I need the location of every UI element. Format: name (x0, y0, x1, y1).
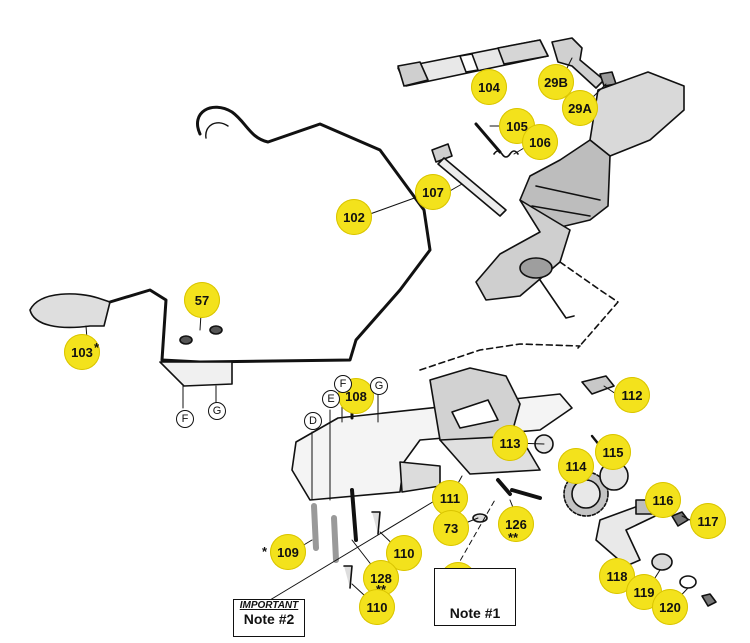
note-1-label: Note #1 (449, 605, 501, 621)
callout-114: 114 (558, 448, 594, 484)
note-2-label: Note #2 (243, 611, 295, 627)
callout-106: 106 (522, 124, 558, 160)
callout-57: 57 (184, 282, 220, 318)
dashed-leader (559, 261, 619, 349)
callout-103: 103 (64, 334, 100, 370)
callout-118: 118 (599, 558, 635, 594)
nut-part-120 (701, 593, 717, 607)
ref-letter-f-right: F (334, 375, 352, 393)
mark-109: * (262, 544, 268, 559)
housing-body (475, 71, 685, 319)
ref-letter-f-left: F (176, 410, 194, 428)
letter-leaders (182, 385, 379, 501)
gear-part-114 (571, 479, 601, 509)
clip-part-112 (581, 375, 615, 395)
screw-part-126 (510, 488, 542, 500)
screw-part-126 (496, 478, 512, 496)
ref-letter-d: D (304, 412, 322, 430)
callout-115: 115 (595, 434, 631, 470)
screw-part-109 (331, 515, 339, 563)
nut-part-57 (179, 335, 193, 345)
nut-part-57 (209, 325, 223, 335)
callout-104: 104 (471, 69, 507, 105)
mark-103: * (94, 340, 100, 355)
callout-110-upper: 110 (386, 535, 422, 571)
mount-plate (159, 361, 233, 387)
callout-73: 73 (433, 510, 469, 546)
ref-letter-g-right: G (370, 377, 388, 395)
elbow-fitting-29b (551, 37, 617, 89)
rod-part-104 (397, 39, 549, 87)
lever-part-103 (29, 288, 202, 364)
callout-112: 112 (614, 377, 650, 413)
note-2-title: IMPORTANT (239, 600, 299, 611)
bail-handle-102 (196, 105, 432, 364)
mark-126: ** (508, 530, 519, 545)
callout-116: 116 (645, 482, 681, 518)
screw-part-109 (311, 503, 319, 551)
bolt-part-107 (431, 143, 507, 217)
ref-letter-e: E (322, 390, 340, 408)
screw-part-105 (474, 122, 502, 154)
washer-part-119 (651, 553, 673, 571)
callout-102: 102 (336, 199, 372, 235)
callout-120: 120 (652, 589, 688, 625)
screw-part-110 (343, 565, 353, 589)
screw-part-110 (371, 511, 381, 535)
callout-110-lower: 110 (359, 589, 395, 625)
ref-letter-g-left: G (208, 402, 226, 420)
note1-leader (455, 497, 497, 569)
nut-part-117 (671, 511, 689, 527)
pin-part-128 (350, 488, 358, 542)
callout-113: 113 (492, 425, 528, 461)
callout-126: 126 (498, 506, 534, 542)
note2-leader (269, 499, 437, 601)
callout-29a: 29A (562, 90, 598, 126)
spring-part-106 (493, 150, 519, 158)
callout-107: 107 (415, 174, 451, 210)
note-2-box: IMPORTANT Note #2 (233, 599, 305, 637)
dashed-leader (419, 343, 581, 371)
washer-part-119b (679, 575, 697, 589)
callout-117: 117 (690, 503, 726, 539)
callout-109: 109 (270, 534, 306, 570)
note-1-box: Note #1 (434, 568, 516, 626)
